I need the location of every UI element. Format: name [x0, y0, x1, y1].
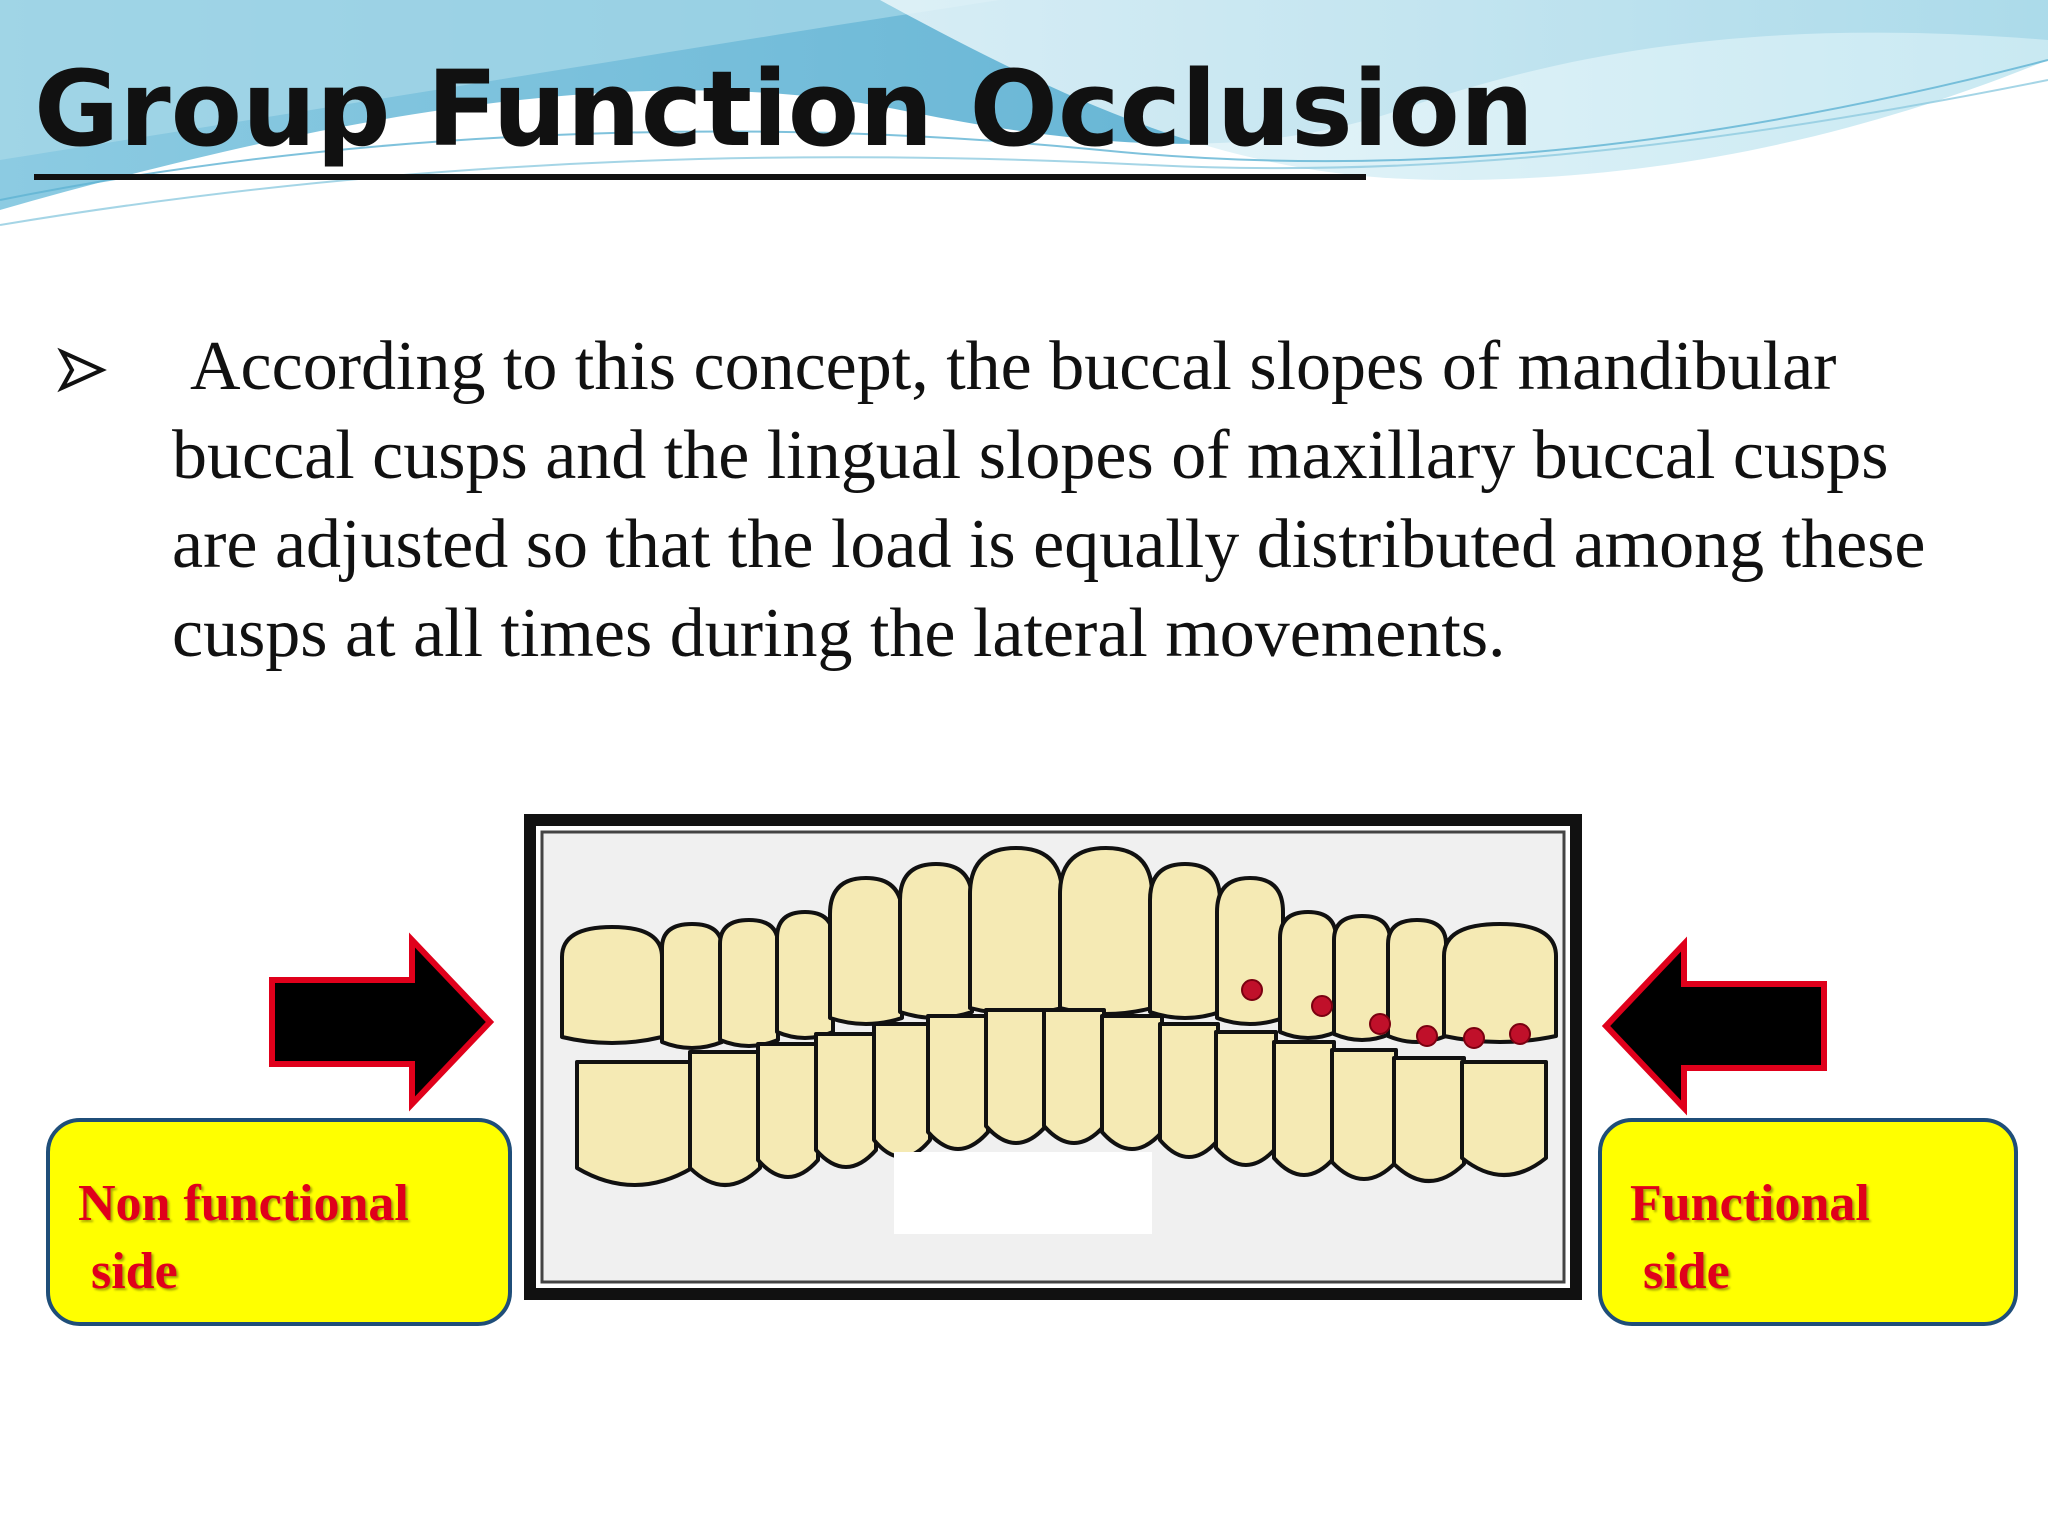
- upper-tooth: [898, 862, 974, 1020]
- upper-tooth: [968, 846, 1064, 1016]
- lower-tooth: [872, 1022, 932, 1159]
- non-functional-side-label: Non functional side: [46, 1118, 512, 1326]
- title-underline: [34, 174, 1366, 180]
- upper-tooth: [718, 918, 780, 1048]
- upper-tooth: [1442, 922, 1558, 1044]
- bullet-item: According to this concept, the buccal sl…: [56, 322, 1976, 678]
- contact-point: [1416, 1025, 1438, 1047]
- upper-tooth: [560, 925, 664, 1045]
- contact-point: [1369, 1013, 1391, 1035]
- upper-tooth: [775, 910, 835, 1040]
- lower-tooth: [575, 1060, 694, 1187]
- lower-tooth: [984, 1008, 1048, 1145]
- arrowhead-bullet-icon: [57, 347, 107, 393]
- lower-tooth: [1214, 1030, 1278, 1167]
- functional-side-label: Functional side: [1598, 1118, 2018, 1326]
- lower-tooth: [1158, 1022, 1220, 1159]
- lower-tooth: [1272, 1040, 1336, 1177]
- slide-title: Group Function Occlusion: [34, 48, 1534, 170]
- wave-header-decoration: [0, 0, 2048, 226]
- lower-tooth: [1460, 1060, 1548, 1177]
- lower-tooth: [1042, 1008, 1106, 1145]
- contact-point: [1311, 995, 1333, 1017]
- upper-tooth: [1058, 846, 1154, 1016]
- bullet-text: According to this concept, the buccal sl…: [114, 322, 1976, 678]
- upper-tooth: [660, 922, 724, 1050]
- lower-tooth: [926, 1014, 990, 1151]
- upper-tooth: [1278, 910, 1338, 1040]
- contact-point: [1509, 1023, 1531, 1045]
- arrow-left-icon: [1601, 936, 1827, 1116]
- lower-tooth: [688, 1050, 762, 1187]
- contact-point: [1241, 979, 1263, 1001]
- upper-tooth: [1332, 914, 1392, 1042]
- upper-tooth: [1148, 862, 1222, 1020]
- upper-tooth: [828, 876, 904, 1026]
- contact-point: [1463, 1027, 1485, 1049]
- upper-tooth: [1386, 918, 1448, 1044]
- lower-tooth: [1100, 1014, 1164, 1151]
- bullet-text-content: According to this concept, the buccal sl…: [172, 328, 1926, 672]
- lower-tooth: [1392, 1056, 1466, 1183]
- lower-tooth: [814, 1032, 878, 1169]
- dental-arch-illustration: [524, 814, 1582, 1300]
- arrow-right-icon: [269, 932, 495, 1112]
- lower-tooth: [1330, 1048, 1398, 1181]
- lower-tooth: [756, 1042, 820, 1179]
- upper-tooth: [1215, 876, 1285, 1026]
